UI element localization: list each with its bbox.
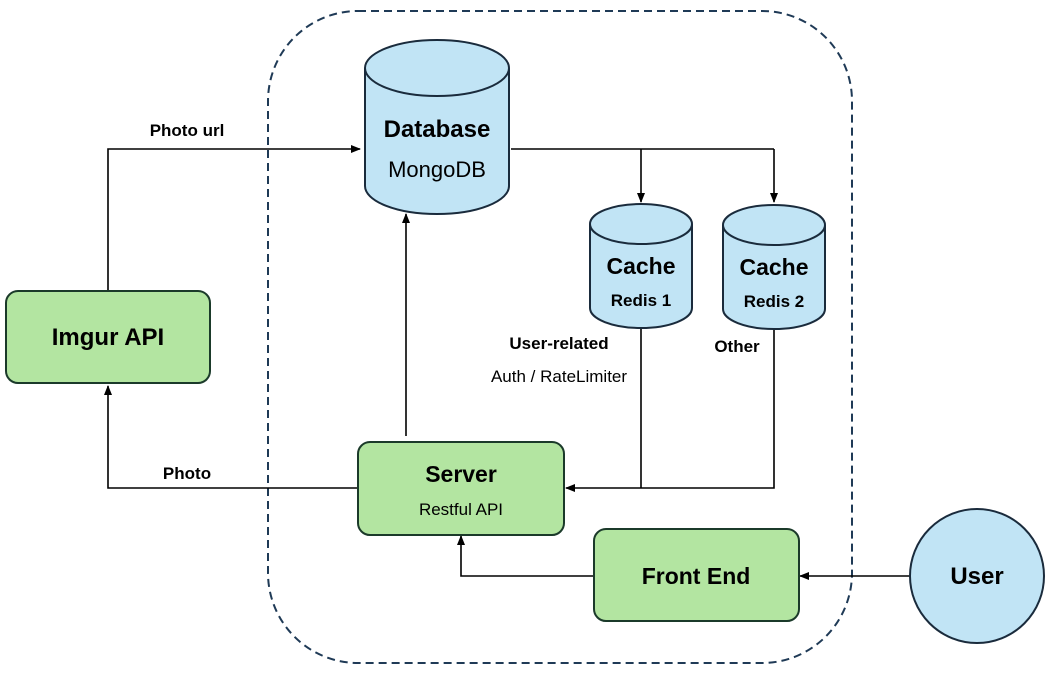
edge-label-photo: Photo (163, 464, 211, 483)
edge-label-other: Other (714, 337, 760, 356)
database-title: Database (384, 116, 491, 143)
edge-frontend-to-server (457, 535, 594, 577)
user-title: User (950, 563, 1003, 590)
front-end-title: Front End (642, 563, 751, 589)
server-title: Server (425, 461, 497, 487)
cache2-title: Cache (739, 254, 808, 280)
front-end-box: Front End (593, 528, 800, 622)
edge-server-to-imgur (104, 385, 358, 489)
cache-redis1-cylinder: Cache Redis 1 (589, 203, 693, 329)
cache1-title: Cache (606, 253, 675, 279)
cache2-subtitle: Redis 2 (744, 292, 804, 311)
database-subtitle: MongoDB (388, 157, 486, 182)
server-subtitle: Restful API (419, 500, 503, 519)
user-circle: User (909, 508, 1045, 644)
edge-label-user-related: User-related (509, 334, 608, 353)
server-box: Server Restful API (357, 441, 565, 536)
edge-cache2-to-server (565, 328, 775, 492)
system-boundary (267, 10, 853, 664)
edge-label-auth-ratelimiter: Auth / RateLimiter (491, 367, 627, 386)
cache-redis2-cylinder: Cache Redis 2 (722, 204, 826, 330)
cache1-subtitle: Redis 1 (611, 291, 671, 310)
edge-label-photo-url: Photo url (150, 121, 225, 140)
imgur-api-box: Imgur API (5, 290, 211, 384)
edge-imgur-to-database (107, 145, 361, 291)
imgur-api-title: Imgur API (52, 324, 164, 351)
database-cylinder: Database MongoDB (364, 39, 510, 215)
